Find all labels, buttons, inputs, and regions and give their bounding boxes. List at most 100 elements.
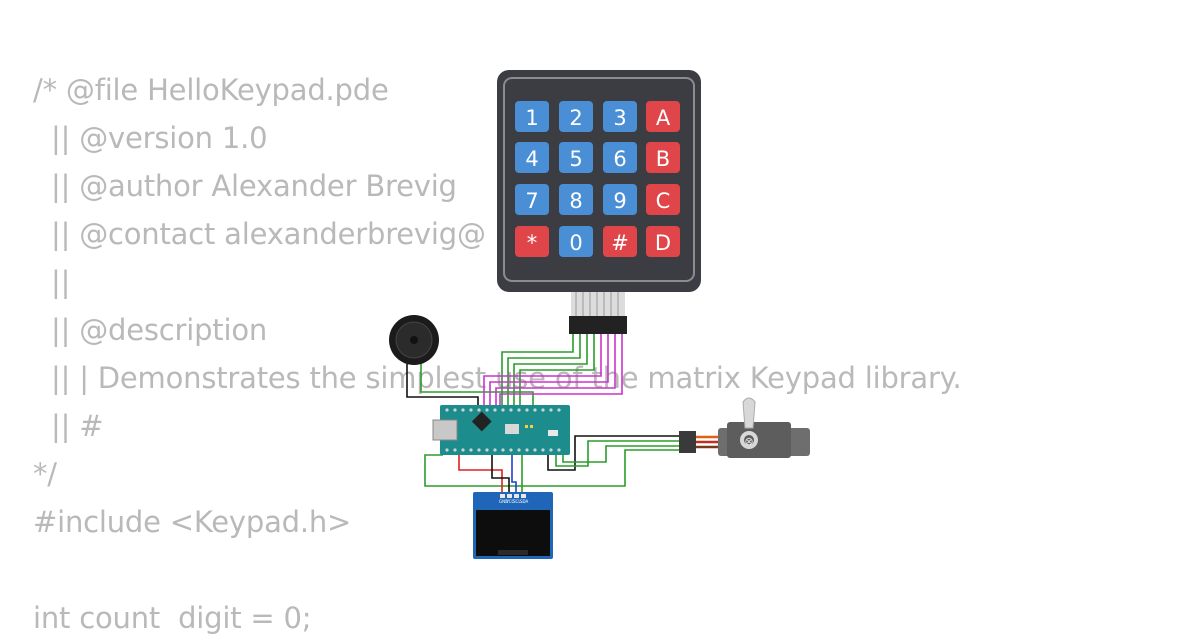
keypad-border: [503, 77, 695, 282]
keypad-key-B[interactable]: B: [646, 142, 680, 173]
key-button[interactable]: [646, 184, 680, 215]
keypad-key-7[interactable]: 7: [515, 184, 549, 215]
oled-pin-label: SDA: [520, 499, 529, 504]
wire-kp-6: [489, 334, 609, 408]
wire-servo-green-3: [424, 449, 680, 487]
keypad-key-9[interactable]: 9: [603, 184, 637, 215]
key-button[interactable]: [646, 142, 680, 173]
key-label: 9: [613, 189, 626, 213]
code-line: */: [33, 457, 57, 491]
key-button[interactable]: [559, 142, 593, 173]
keypad-key-#[interactable]: #: [603, 226, 637, 257]
svg-text:⊗: ⊗: [744, 435, 753, 448]
key-label: 1: [525, 106, 538, 130]
wire-kp-1: [501, 334, 574, 408]
svg-text:GNDVCCSCLSDA: GNDVCCSCLSDA: [499, 499, 529, 504]
key-label: B: [656, 147, 670, 171]
keypad-key-2[interactable]: 2: [559, 101, 593, 132]
key-button[interactable]: [559, 226, 593, 257]
crystal: [505, 424, 519, 434]
arduino-nano[interactable]: [432, 405, 570, 455]
wire-kp-4: [519, 334, 595, 408]
code-line: || @author Alexander Brevig: [33, 169, 457, 203]
key-button[interactable]: [559, 101, 593, 132]
reset-button: [548, 430, 558, 436]
code-line: || #: [33, 409, 104, 443]
code-background: /* @file HelloKeypad.pde || @version 1.0…: [33, 66, 962, 642]
wire-servo-green-1: [555, 440, 680, 467]
keypad-key-0[interactable]: 0: [559, 226, 593, 257]
wire-oled-vcc: [458, 455, 503, 494]
oled-pin-label: GND: [499, 499, 508, 504]
key-button[interactable]: [559, 184, 593, 215]
key-label: *: [527, 231, 538, 255]
wire-kp-2: [507, 334, 581, 408]
oled-pin-label: SCL: [513, 499, 521, 504]
key-button[interactable]: [515, 101, 549, 132]
servo-motor[interactable]: ⊗: [679, 397, 810, 458]
wire-servo-black: [547, 435, 680, 471]
keypad-key-1[interactable]: 1: [515, 101, 549, 132]
key-button[interactable]: [515, 142, 549, 173]
code-line: || | Demonstrates the simplest use of th…: [33, 361, 962, 395]
code-line: /* @file HelloKeypad.pde: [33, 73, 389, 107]
key-button[interactable]: [515, 184, 549, 215]
key-label: 8: [569, 189, 582, 213]
key-label: 7: [525, 189, 538, 213]
key-label: 0: [569, 231, 582, 255]
code-line: ||: [33, 265, 71, 299]
key-label: 5: [569, 147, 582, 171]
wire-buzzer-black: [406, 364, 479, 408]
key-label: #: [611, 231, 629, 255]
wire-kp-8: [499, 334, 623, 408]
code-line: || @version 1.0: [33, 121, 268, 155]
oled-pin-label: VCC: [506, 499, 515, 504]
code-line: #include <Keypad.h>: [33, 505, 352, 539]
wire-kp-5: [483, 334, 602, 408]
code-line: || @contact alexanderbrevig@: [33, 217, 486, 251]
key-label: 6: [613, 147, 626, 171]
mcu-chip: [471, 411, 492, 432]
wire-oled-gnd: [491, 455, 510, 494]
wire-kp-7: [495, 334, 616, 408]
wire-buzzer-green: [420, 364, 534, 408]
key-label: 3: [613, 106, 626, 130]
header-pins-top: [445, 408, 561, 412]
header-pins-bottom: [445, 448, 561, 452]
key-label: A: [656, 106, 671, 130]
key-label: 2: [569, 106, 582, 130]
usb-connector: [432, 419, 458, 441]
wire-oled-scl: [511, 455, 517, 494]
key-button[interactable]: [603, 226, 637, 257]
key-label: C: [656, 189, 671, 213]
key-button[interactable]: [646, 226, 680, 257]
keypad-key-4[interactable]: 4: [515, 142, 549, 173]
wires: [406, 334, 680, 494]
key-button[interactable]: [646, 101, 680, 132]
servo-horn: [742, 397, 756, 429]
key-label: D: [655, 231, 671, 255]
keypad-key-D[interactable]: D: [646, 226, 680, 257]
wire-servo-green-2: [562, 445, 680, 463]
keypad-key-C[interactable]: C: [646, 184, 680, 215]
keypad-key-5[interactable]: 5: [559, 142, 593, 173]
buzzer[interactable]: [389, 315, 439, 365]
key-button[interactable]: [603, 142, 637, 173]
code-line: int count digit = 0;: [33, 601, 312, 635]
keypad-key-6[interactable]: 6: [603, 142, 637, 173]
keypad-connector: [569, 292, 627, 334]
code-line: || @description: [33, 313, 268, 347]
keypad-key-3[interactable]: 3: [603, 101, 637, 132]
key-button[interactable]: [603, 184, 637, 215]
keypad-key-8[interactable]: 8: [559, 184, 593, 215]
key-button[interactable]: [603, 101, 637, 132]
oled-display[interactable]: GNDVCCSCLSDA: [473, 492, 553, 559]
keypad-4x4[interactable]: 1 2 3 A 4 5 6 B 7 8 9 C * 0 # D: [497, 70, 701, 292]
servo-connector: [679, 431, 696, 453]
key-label: 4: [525, 147, 538, 171]
key-button[interactable]: [515, 226, 549, 257]
oled-header-pins: [500, 494, 526, 498]
keypad-key-A[interactable]: A: [646, 101, 680, 132]
keypad-key-*[interactable]: *: [515, 226, 549, 257]
